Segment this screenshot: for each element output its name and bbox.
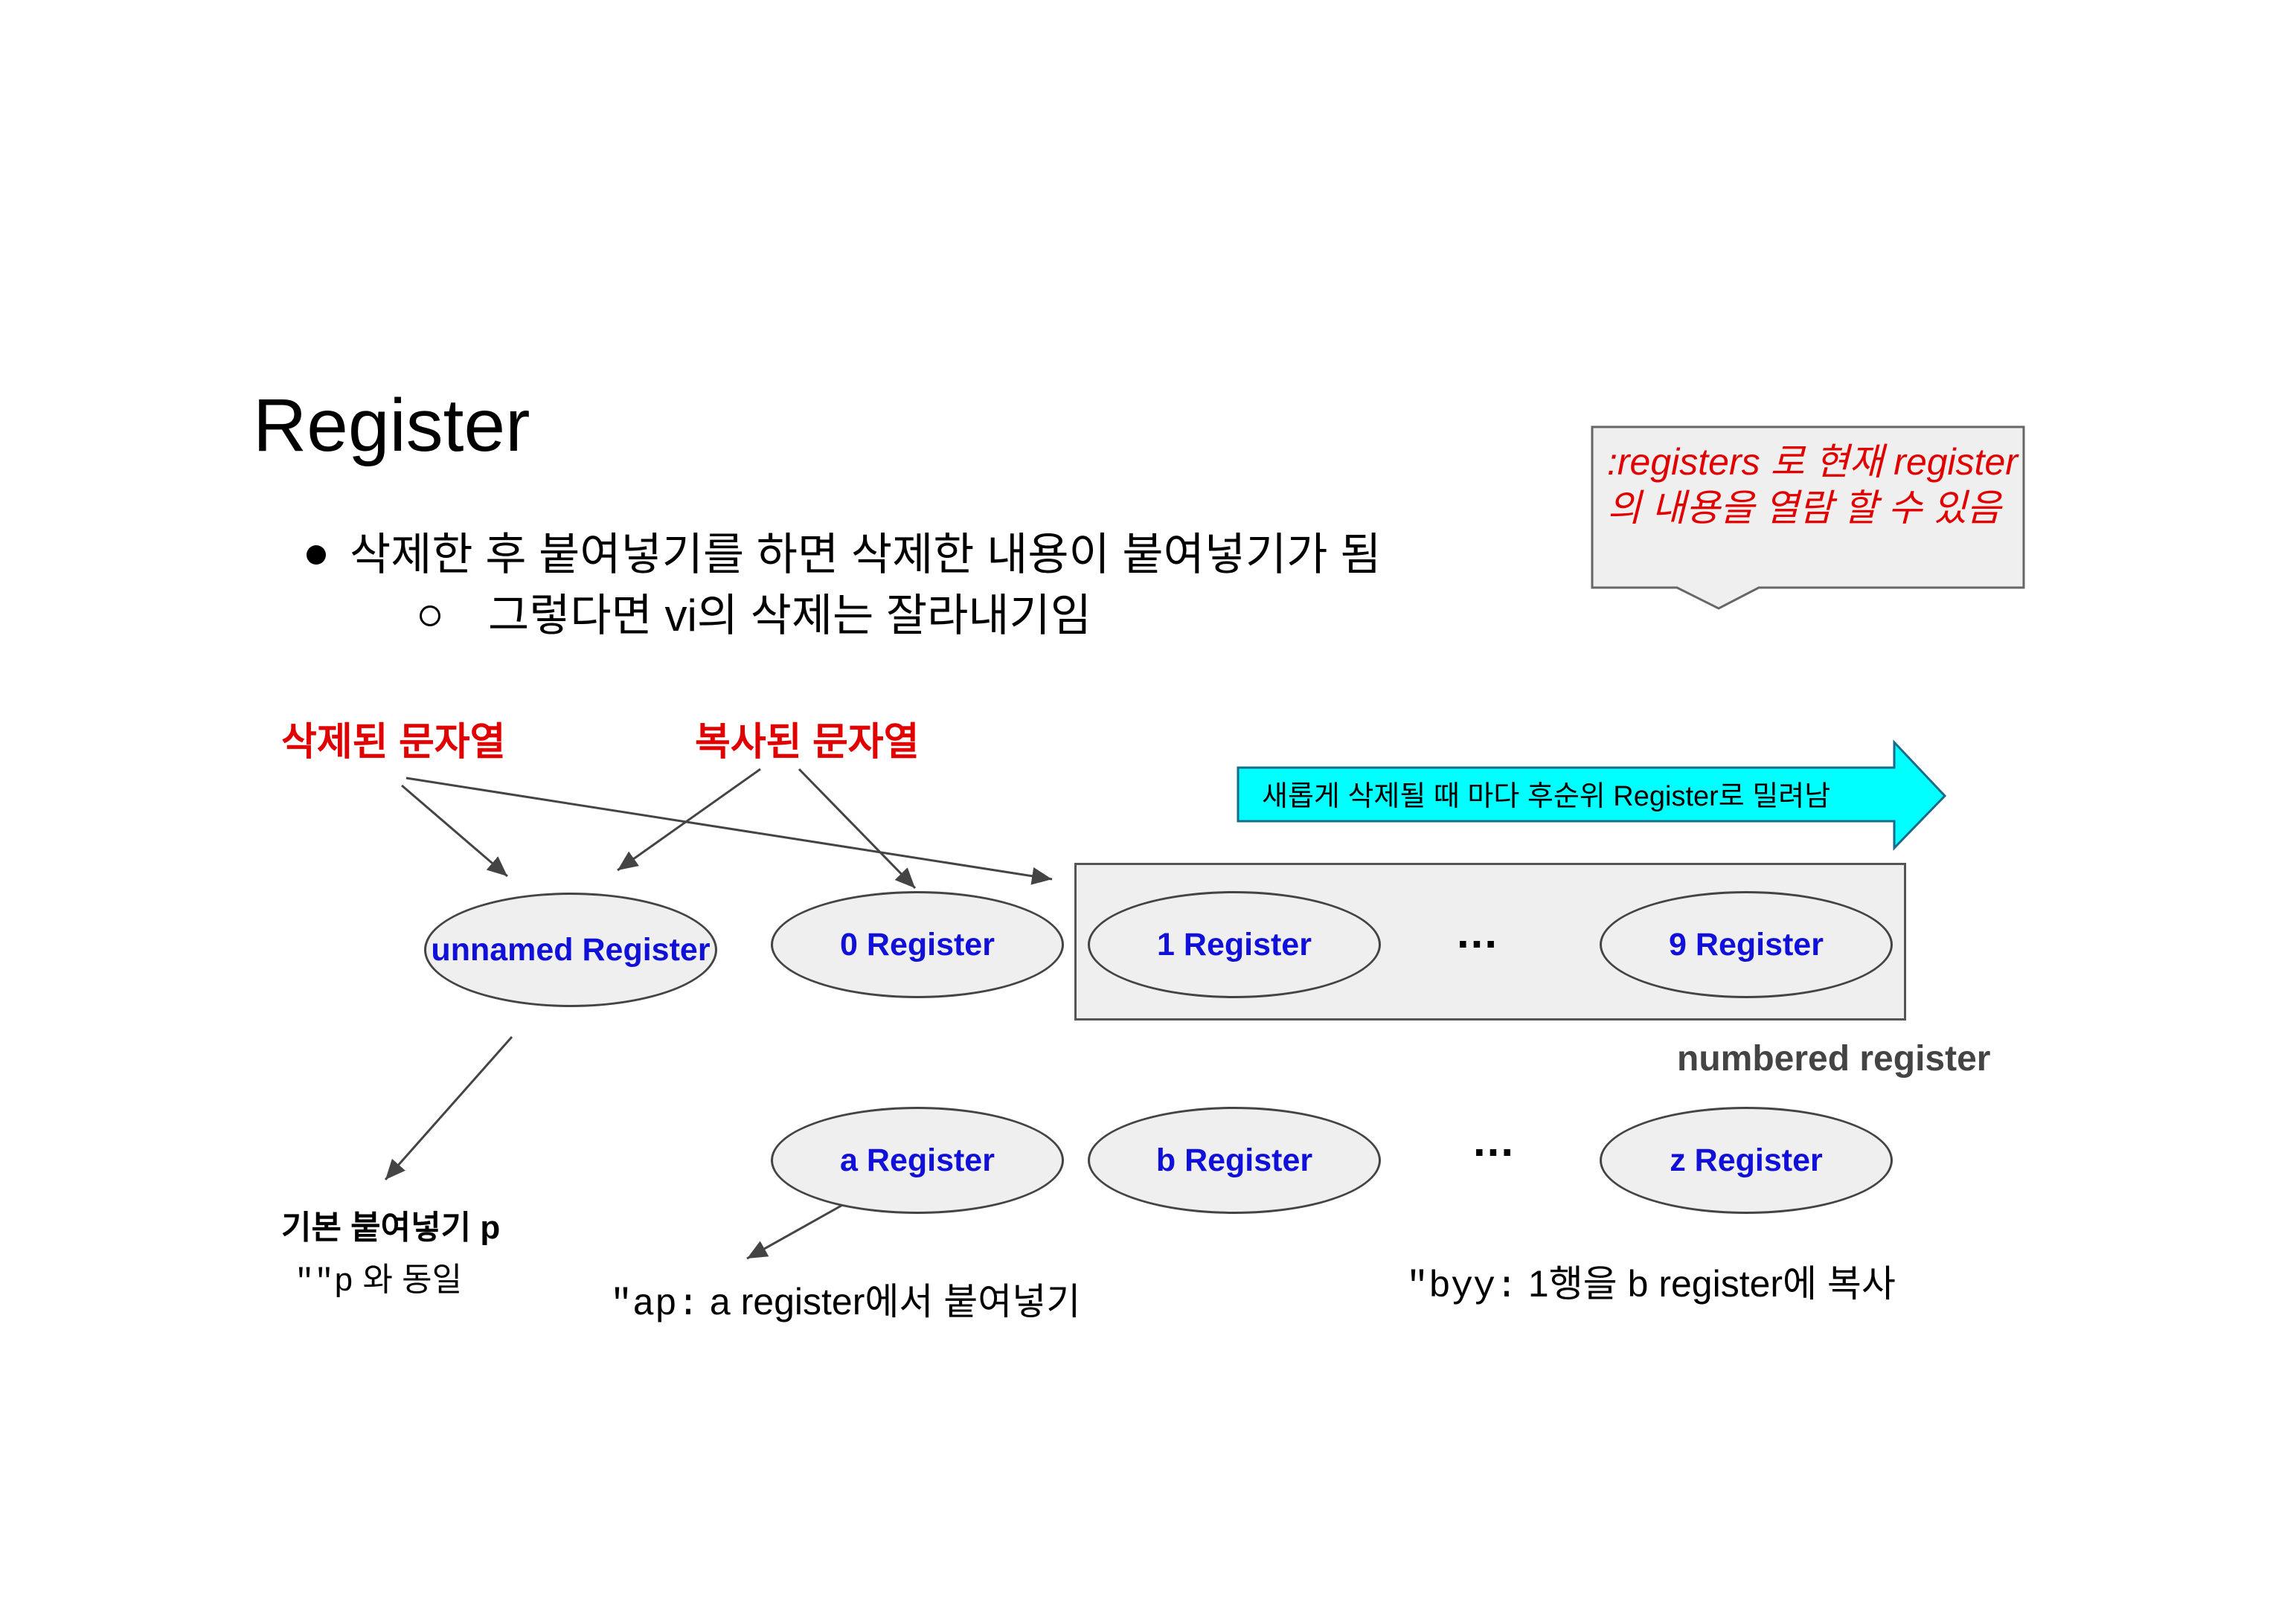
register-1: 1 Register	[1088, 891, 1381, 998]
arrow-copied-to-unnamed	[617, 768, 761, 872]
quote-p-note: ""p 와 동일	[295, 1253, 462, 1301]
ap-command: "ap:	[610, 1284, 700, 1326]
quote-p-text: 와 동일	[353, 1262, 463, 1298]
byy-command: "byy:	[1406, 1266, 1519, 1308]
unnamed-register: unnamed Register	[424, 893, 717, 1007]
numbered-ellipsis: ...	[1457, 907, 1499, 957]
quote-p-command: ""p	[295, 1264, 354, 1301]
bullet-text: 삭제한 후 붙여넣기를 하면 삭제한 내용이 붙여넣기가 됨	[350, 530, 1382, 579]
bullet-item: 삭제한 후 붙여넣기를 하면 삭제한 내용이 붙여넣기가 됨	[307, 525, 1381, 585]
register-9: 9 Register	[1600, 891, 1893, 998]
register-a: a Register	[771, 1107, 1064, 1214]
register-z: z Register	[1600, 1107, 1893, 1214]
ap-note: "ap: a register에서 붙여넣기	[610, 1272, 1080, 1326]
arrow-copied-to-r0	[798, 768, 917, 890]
callout-text: :registers 로 현재 register의 내용을 열람 할 수 있음	[1607, 441, 2018, 529]
sub-bullet-text: 그렇다면 vi의 삭제는 잘라내기임	[488, 591, 1091, 640]
byy-note: "byy: 1행을 b register에 복사	[1406, 1254, 1896, 1308]
register-0: 0 Register	[771, 891, 1064, 998]
shift-arrow-text: 새롭게 삭제될 때 마다 후순위 Register로 밀려남	[1262, 781, 1831, 812]
arrow-deleted-to-numbered	[405, 777, 1053, 885]
ap-text: a register에서 붙여넣기	[699, 1281, 1081, 1322]
arrow-unnamed-to-basic-paste	[384, 1036, 513, 1180]
shift-arrow-shape	[1237, 739, 1947, 851]
basic-paste-note: 기본 붙여넣기 p	[281, 1209, 501, 1246]
sub-bullet-item: 그렇다면 vi의 삭제는 잘라내기임	[420, 586, 1091, 646]
copied-string-label: 복사된 문자열	[695, 721, 920, 764]
byy-text: 1행을 b register에 복사	[1518, 1263, 1896, 1305]
hollow-circle-icon	[420, 605, 440, 626]
slide-title: Register	[253, 384, 530, 467]
arrow-deleted-to-unnamed	[401, 784, 508, 878]
deleted-string-label: 삭제된 문자열	[281, 721, 506, 764]
bullet-dot-icon	[307, 545, 326, 565]
named-ellipsis: ...	[1473, 1116, 1516, 1166]
numbered-register-label: numbered register	[1677, 1039, 1991, 1079]
register-b: b Register	[1088, 1107, 1381, 1214]
arrow-ra-to-ap	[746, 1202, 846, 1260]
callout-bubble	[1591, 425, 2025, 610]
